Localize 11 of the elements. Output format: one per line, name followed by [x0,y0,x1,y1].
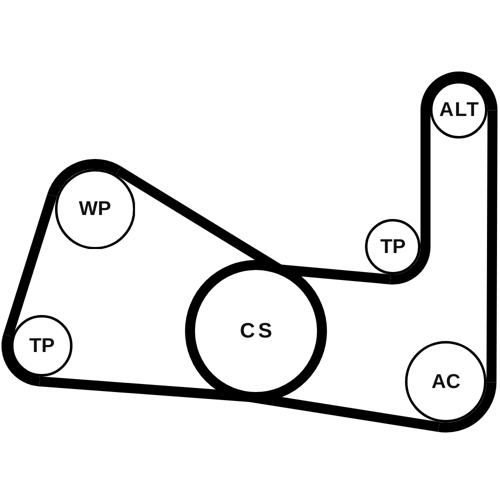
pulley-label: TP [380,236,406,258]
pulley-label: AC [432,371,460,393]
pulley-label: ALT [438,99,480,121]
pulley-label: TP [29,335,55,357]
pulley-label: WP [78,198,112,220]
belt-segment [116,166,283,274]
pulley-label: CS [238,319,276,343]
belt-segment [3,194,57,337]
belt-segment [280,264,391,284]
belt-segment [420,110,430,247]
belt-segment [486,110,498,382]
